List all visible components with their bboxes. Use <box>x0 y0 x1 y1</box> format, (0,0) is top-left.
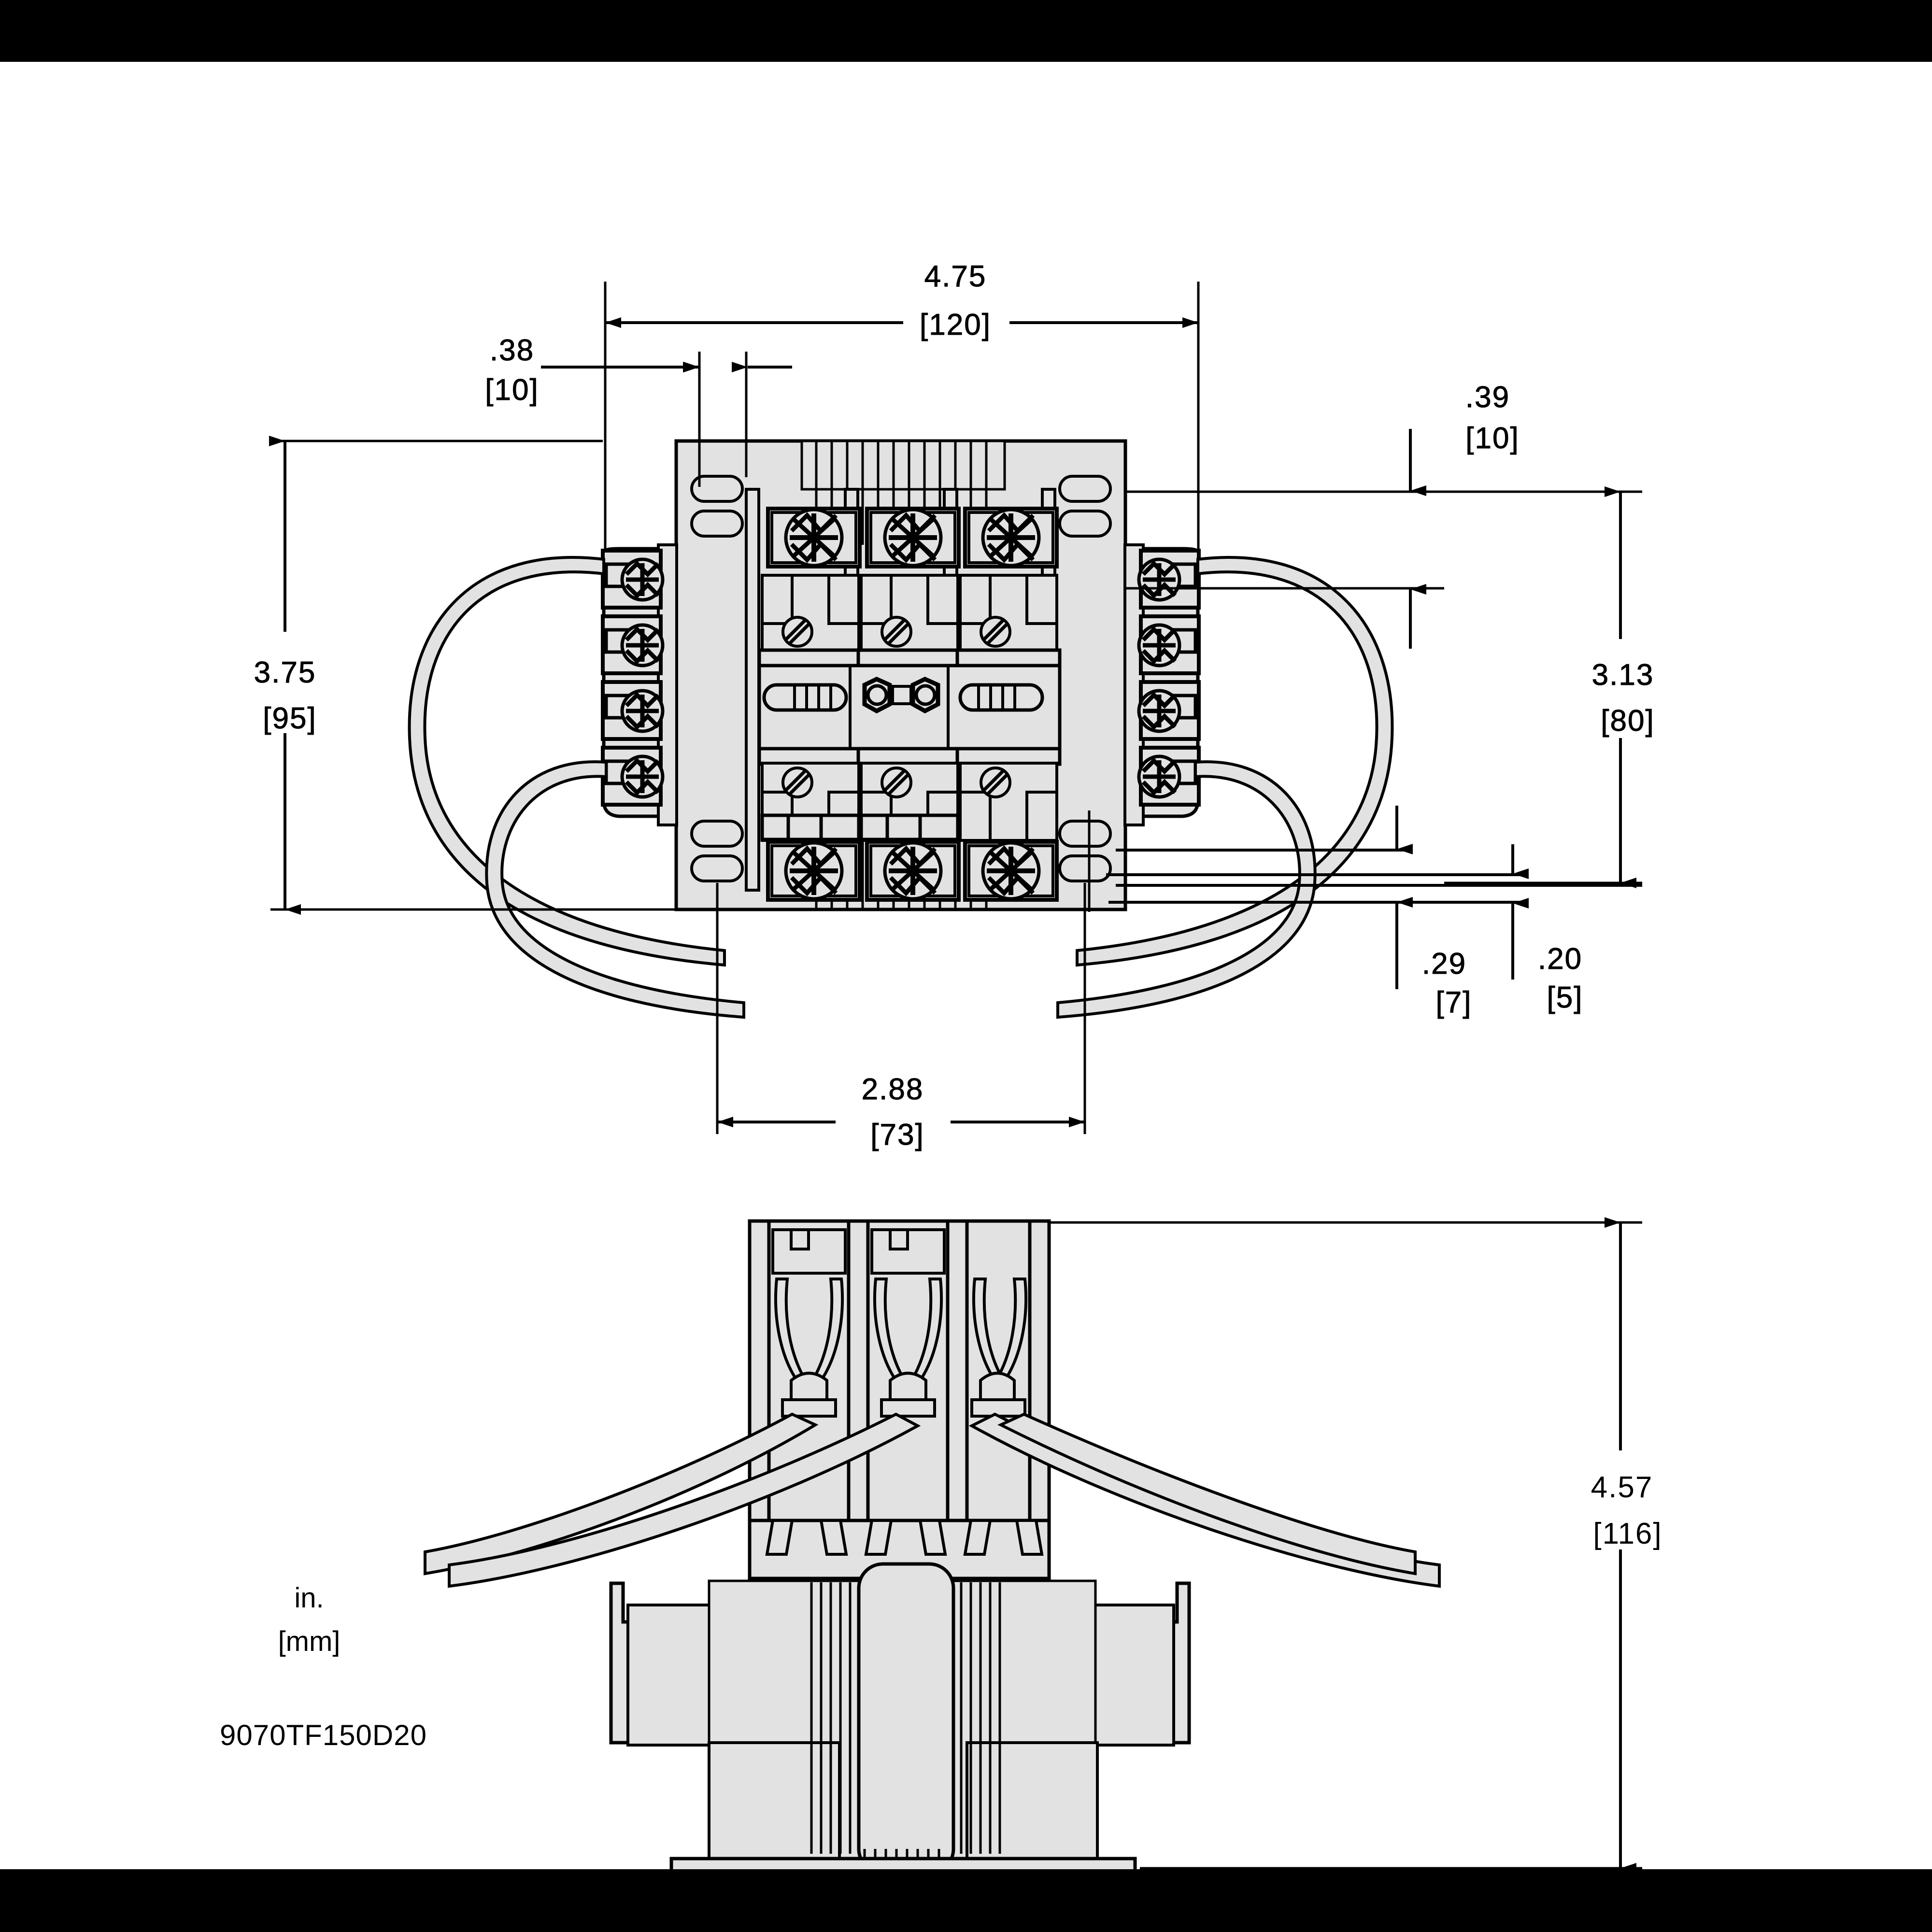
aux-terminal <box>1139 614 1201 675</box>
upper-pole-chambers <box>761 574 1058 654</box>
aux-terminal <box>1139 680 1201 741</box>
side-terminal-clamps <box>771 1228 1027 1418</box>
upper-chamber-ledges <box>757 648 1062 668</box>
dim-overall-height <box>269 436 696 915</box>
power-terminal <box>963 840 1059 902</box>
drawing-paper: 4.75 [120] .38 [10] 3.75 <box>0 62 1932 1869</box>
aux-contact-block-right <box>1123 543 1201 826</box>
aux-contact-block-left <box>601 543 678 826</box>
center-band <box>757 664 1062 751</box>
dim-lower-offset-a-mm: [7] <box>1436 986 1472 1019</box>
side-core-body <box>669 1562 1137 1869</box>
coil-slot-right <box>958 683 1044 712</box>
side-view <box>424 1219 1441 1869</box>
dim-side-height-in: 4.57 <box>1591 1471 1653 1504</box>
dim-right-top-offset <box>1125 429 1444 649</box>
units-primary-label: in. <box>294 1582 324 1614</box>
wire-loops-right <box>1056 556 1394 1019</box>
dim-right-top-offset-mm: [10] <box>1465 422 1519 455</box>
aux-terminal <box>601 549 663 610</box>
bottom-power-terminals <box>766 840 1059 902</box>
dim-mounting-span <box>716 883 1086 1134</box>
power-terminal <box>766 507 862 568</box>
dim-lower-extension-lines <box>1088 810 1642 912</box>
dim-lower-offset-b-mm: [5] <box>1547 981 1583 1014</box>
technical-drawing: 4.75 [120] .38 [10] 3.75 <box>220 260 1662 1869</box>
power-terminal <box>865 507 961 568</box>
dim-mounting-span-mm: [73] <box>870 1118 924 1151</box>
power-terminal <box>766 840 862 902</box>
dim-mounting-span-in: 2.88 <box>862 1073 924 1106</box>
dim-overall-width <box>604 282 1200 550</box>
top-power-terminals <box>766 507 1059 568</box>
aux-terminal <box>601 746 663 807</box>
mounting-slot <box>690 475 1112 882</box>
coil-terminal-nuts <box>862 677 940 714</box>
lower-chamber-ledges <box>757 747 1062 766</box>
dim-mount-offset-left-in: .38 <box>490 334 534 367</box>
front-view <box>408 439 1394 1019</box>
dim-mount-offset-left-mm: [10] <box>485 373 539 407</box>
part-number-label: 9070TF150D20 <box>220 1719 427 1751</box>
aux-terminal <box>1139 746 1201 807</box>
dim-right-height <box>1444 486 1642 888</box>
power-terminal <box>865 840 961 902</box>
aux-terminal <box>601 680 663 741</box>
front-view-dimensions: 4.75 [120] .38 [10] 3.75 <box>254 260 1654 1152</box>
lower-chamber-bars <box>760 813 960 841</box>
side-view-dimension <box>1051 1217 1642 1869</box>
dim-overall-width-mm: [120] <box>920 308 991 341</box>
power-terminal <box>963 507 1059 568</box>
aux-terminal <box>601 614 663 675</box>
dim-side-height-mm: [116] <box>1593 1517 1662 1550</box>
side-terminal-tower <box>748 1219 1051 1580</box>
units-secondary-label: [mm] <box>278 1626 341 1657</box>
dim-right-top-offset-in: .39 <box>1465 381 1510 414</box>
dim-lower-offset-b-in: .20 <box>1538 942 1582 976</box>
dim-right-height-in: 3.13 <box>1592 658 1654 692</box>
wire-loops-left <box>408 556 745 1019</box>
dim-overall-height-in: 3.75 <box>254 656 316 689</box>
dim-overall-width-in: 4.75 <box>924 260 987 293</box>
dim-overall-height-mm: [95] <box>263 702 316 735</box>
dim-lower-offset-a-in: .29 <box>1422 947 1466 980</box>
side-wire-leads <box>424 1412 1441 1588</box>
contactor-body <box>674 439 1127 911</box>
coil-slot-left <box>762 683 848 712</box>
dim-right-height-mm: [80] <box>1601 704 1654 738</box>
aux-terminal <box>1139 549 1201 610</box>
